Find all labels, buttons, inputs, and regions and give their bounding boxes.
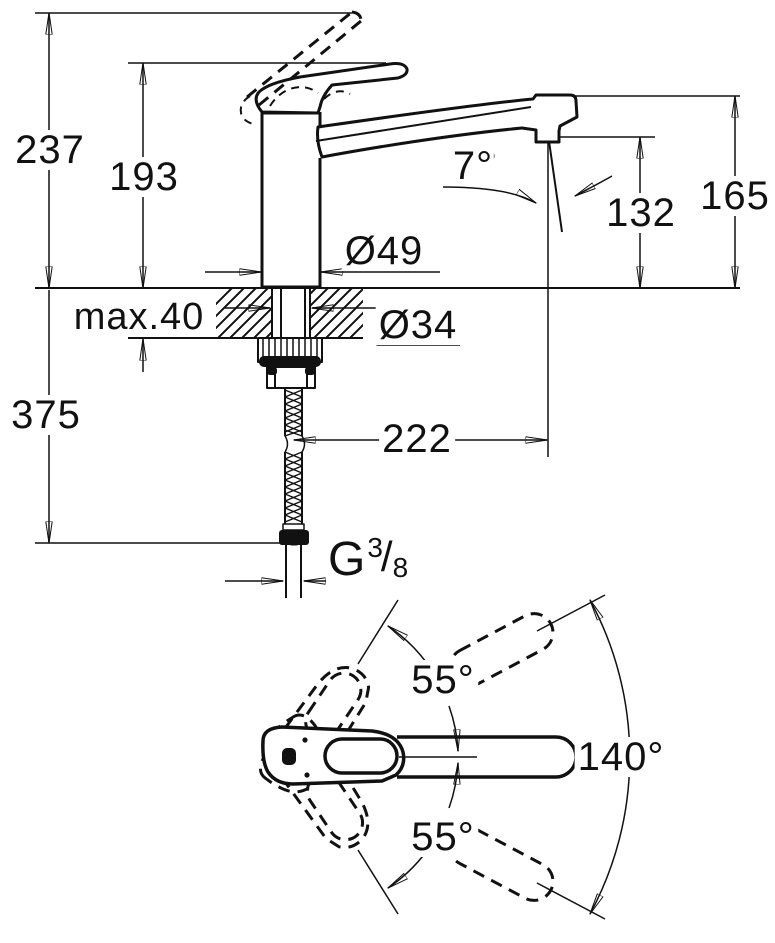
dim-spout-reach: 222 [379, 419, 455, 459]
faucet-body [260, 109, 322, 289]
supply-hose [279, 388, 309, 598]
dim-base-diameter: Ø49 [341, 231, 427, 271]
dim-outlet-angle: 7° [451, 144, 495, 188]
dim-body-height: 193 [106, 157, 182, 197]
dim-thread-size: G3/8 [326, 532, 411, 586]
dim-spout-top-height: 165 [697, 176, 773, 216]
dim-below-counter-length: 375 [8, 395, 84, 435]
dim-swing-lower: 55° [408, 817, 478, 857]
dim-total-height: 237 [12, 130, 88, 170]
dim-max-counter-thickness: max.40 [70, 298, 208, 336]
thread-slash: / [380, 533, 393, 580]
water-stream-angle-line [548, 140, 563, 233]
swivel-diagram [258, 594, 631, 920]
mounting-hardware [257, 337, 323, 389]
counter-section [35, 287, 740, 339]
connection-pipe [285, 545, 302, 598]
faucet-spout [315, 93, 579, 163]
dim-swivel-total: 140° [574, 737, 668, 777]
dim-outlet-height: 132 [603, 193, 679, 233]
thread-numerator: 3 [367, 532, 383, 563]
dim-hole-diameter: Ø34 [375, 305, 461, 345]
dim-swing-upper: 55° [408, 660, 478, 700]
hose-connector-nut [279, 530, 309, 545]
side-view-dimensions [35, 12, 740, 581]
temperature-mark [282, 748, 296, 765]
thread-letter: G [328, 533, 366, 586]
faucet-handle [254, 62, 409, 115]
thread-denominator: 8 [392, 552, 409, 583]
lever-slot [323, 737, 399, 775]
handle-rotated-down-dashed [266, 713, 370, 849]
